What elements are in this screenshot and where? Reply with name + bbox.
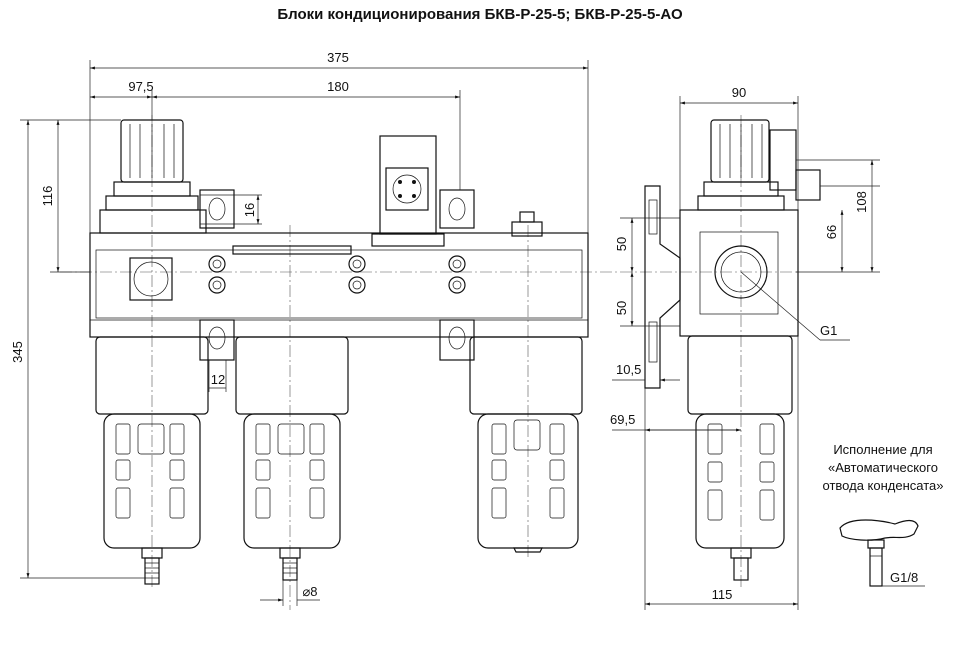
dim-116: 116 — [40, 186, 55, 207]
mounting-brackets — [199, 189, 475, 361]
screws — [208, 255, 466, 294]
dim-90: 90 — [732, 85, 746, 100]
dim-10-5: 10,5 — [616, 362, 641, 377]
dim-180: 180 — [327, 79, 349, 94]
filter-module — [232, 245, 352, 549]
pressure-switch — [371, 135, 445, 247]
lubricator-module — [469, 211, 583, 549]
drawing-title: Блоки кондиционирования БКВ-Р-25-5; БКВ-… — [277, 6, 683, 23]
front-dimensions — [20, 60, 589, 606]
note-line-1: Исполнение для — [833, 442, 932, 457]
dim-50-bottom: 50 — [614, 301, 629, 315]
note-line-3: отвода конденсата» — [823, 478, 944, 493]
drains — [141, 547, 543, 585]
auto-drain-detail — [839, 519, 925, 587]
dim-345: 345 — [10, 341, 25, 363]
dim-50-top: 50 — [614, 237, 629, 251]
dim-69-5: 69,5 — [610, 412, 635, 427]
label-g1: G1 — [820, 323, 837, 338]
dim-66: 66 — [824, 225, 839, 239]
note-line-2: «Автоматического — [828, 460, 938, 475]
dim-97-5: 97,5 — [128, 79, 153, 94]
label-g1-8: G1/8 — [890, 570, 918, 585]
dim-16: 16 — [242, 203, 257, 217]
bowl-windows — [115, 419, 565, 519]
dim-115: 115 — [712, 587, 733, 602]
dim-dia-8: ⌀8 — [302, 584, 317, 599]
dim-375: 375 — [327, 50, 349, 65]
front-view: 375 97,5 180 116 345 16 12 ⌀8 — [10, 50, 600, 610]
side-view — [600, 96, 880, 610]
regulator-module — [95, 119, 209, 549]
dim-108: 108 — [854, 191, 869, 213]
dim-12: 12 — [211, 372, 225, 387]
